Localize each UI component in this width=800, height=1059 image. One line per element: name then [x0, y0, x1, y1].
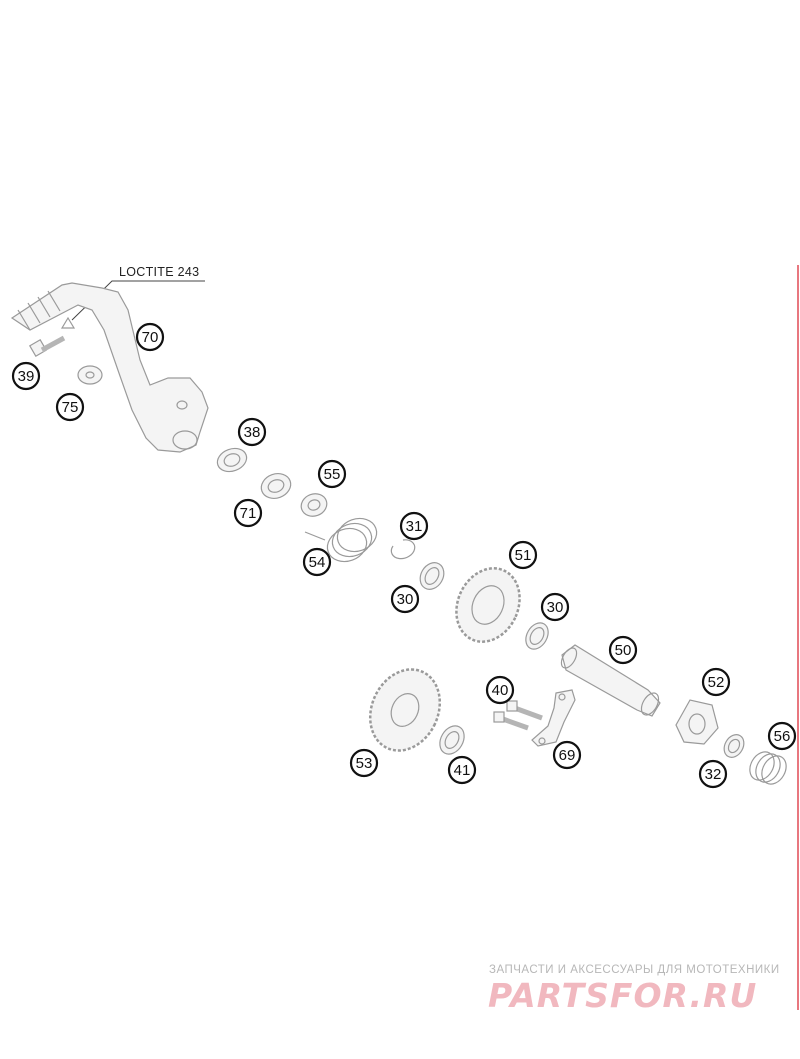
- callout-30a: 30: [390, 584, 420, 614]
- bushing-71-part: [260, 473, 292, 499]
- callout-32: 32: [698, 759, 728, 789]
- svg-text:40: 40: [492, 682, 509, 699]
- callout-41: 41: [447, 755, 477, 785]
- spacer-55-part: [300, 493, 328, 517]
- callout-56: 56: [767, 721, 797, 751]
- ratchet-52-part: [675, 699, 719, 745]
- washer-41-part: [439, 725, 465, 755]
- callout-55: 55: [317, 459, 347, 489]
- seal-38-part: [216, 447, 248, 473]
- svg-text:53: 53: [356, 755, 373, 772]
- spring-54-part: [304, 517, 378, 563]
- svg-text:31: 31: [406, 518, 423, 535]
- washer-32-part: [723, 734, 745, 758]
- svg-text:56: 56: [774, 728, 791, 745]
- kick-lever-part: [10, 282, 209, 453]
- gear-51-part: [455, 567, 521, 643]
- circlip-31-part: [390, 539, 416, 560]
- callout-70: 70: [135, 322, 165, 352]
- bolt-39-part: [28, 335, 66, 358]
- svg-text:LOCTITE 243: LOCTITE 243: [119, 265, 199, 279]
- callout-40: 40: [485, 675, 515, 705]
- svg-text:55: 55: [324, 466, 341, 483]
- callout-71: 71: [233, 498, 263, 528]
- washer-30a-part: [419, 562, 445, 590]
- callout-31: 31: [399, 511, 429, 541]
- svg-text:41: 41: [454, 762, 471, 779]
- spring-56-part: [749, 751, 787, 785]
- bolts-40-part: [493, 700, 543, 731]
- plate-69-part: [531, 689, 576, 747]
- svg-text:52: 52: [708, 674, 725, 691]
- callout-30b: 30: [540, 592, 570, 622]
- svg-text:39: 39: [18, 368, 35, 385]
- watermark-subtitle: ЗАПЧАСТИ И АКСЕССУАРЫ ДЛЯ МОТОТЕХНИКИ: [489, 964, 780, 976]
- callout-75: 75: [55, 392, 85, 422]
- callout-38: 38: [237, 417, 267, 447]
- callout-52: 52: [701, 667, 731, 697]
- callout-39: 39: [11, 361, 41, 391]
- svg-text:69: 69: [559, 747, 576, 764]
- watermark-logo[interactable]: PARTSFOR.RU: [488, 976, 758, 1015]
- svg-text:71: 71: [240, 505, 257, 522]
- gear-53-part: [368, 668, 442, 752]
- callout-54: 54: [302, 547, 332, 577]
- svg-text:70: 70: [142, 329, 159, 346]
- svg-text:30: 30: [547, 599, 564, 616]
- callout-51: 51: [508, 540, 538, 570]
- washer-75-part: [77, 365, 103, 385]
- callout-53: 53: [349, 748, 379, 778]
- shaft-50-part: [560, 644, 661, 717]
- callout-50: 50: [608, 635, 638, 665]
- svg-text:30: 30: [397, 591, 414, 608]
- svg-text:75: 75: [62, 399, 79, 416]
- svg-text:32: 32: [705, 766, 722, 783]
- callout-69: 69: [552, 740, 582, 770]
- washer-30b-part: [525, 622, 549, 650]
- svg-text:54: 54: [309, 554, 326, 571]
- svg-text:38: 38: [244, 424, 261, 441]
- svg-text:50: 50: [615, 642, 632, 659]
- svg-text:51: 51: [515, 547, 532, 564]
